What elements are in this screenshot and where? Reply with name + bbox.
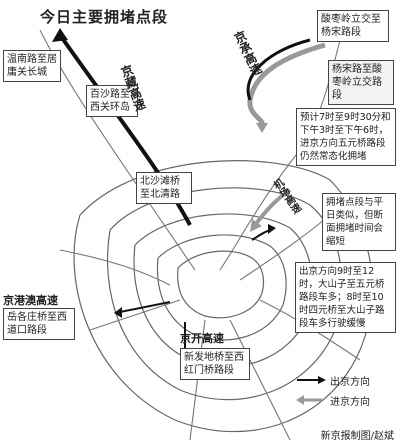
radial-road-1 xyxy=(39,29,196,271)
jichang-arrow xyxy=(253,188,292,227)
legend-out-label: 出京方向 xyxy=(330,377,370,388)
radial-road-7 xyxy=(229,319,291,441)
jingzang-arrow xyxy=(58,33,192,226)
jichang-out-arrow xyxy=(251,229,271,241)
road-name-jinggangao: 京港澳高速 xyxy=(3,294,58,307)
jingzang-arrowhead xyxy=(52,28,68,42)
jinggangao-arrow xyxy=(119,301,171,313)
radial-road-5 xyxy=(89,299,181,331)
note-jichang-time: 预计7时至9时30分和下午3时至下午6时，进京方向五元桥路段仍然常态化拥堵 xyxy=(296,108,396,166)
segment-huilong: 温南路至居庸关长城 xyxy=(3,50,61,82)
legend-in-label: 进京方向 xyxy=(330,397,370,408)
jinggangao-arrowhead xyxy=(114,307,122,318)
note-jichang-out: 出京方向9时至12时，大山子至五元桥路段车多；8时至10时四元桥至大山子路段车多… xyxy=(295,262,396,333)
legend-in-arrowhead xyxy=(296,395,304,405)
jingcheng-arrow-2 xyxy=(246,38,311,101)
jichang-out-arrowhead xyxy=(268,224,276,234)
radial-road-4 xyxy=(189,319,206,441)
segment-xinfa: 新发地桥至西红门桥路段 xyxy=(180,348,250,380)
ring-3 xyxy=(156,234,287,341)
ring-6 xyxy=(73,160,373,433)
segment-guojia: 岳各庄桥至西道口路段 xyxy=(3,308,75,340)
jingcheng-arrow xyxy=(247,42,326,127)
note-jichang-same: 拥堵点段与平日类似，但断面拥堵时间会缩短 xyxy=(322,193,396,251)
jingcheng-arrowhead xyxy=(256,123,268,133)
legend-out-arrowhead xyxy=(318,376,326,384)
segment-suanzao: 酸枣岭立交至杨宋路段 xyxy=(317,10,389,42)
segment-yangsong: 杨宋路至酸枣岭立交路段 xyxy=(328,60,394,105)
radial-road-3 xyxy=(239,214,331,281)
jichang-arrowhead xyxy=(250,219,262,232)
segment-beisha: 北沙滩桥至北清路 xyxy=(136,172,192,204)
page-title: 今日主要拥堵点段 xyxy=(40,8,169,26)
radial-road-8 xyxy=(59,249,171,286)
ring-2 xyxy=(177,250,265,319)
road-name-jingkai: 京开高速 xyxy=(180,332,224,345)
segment-baisha: 百沙路至西关环岛 xyxy=(86,85,138,117)
credit-text: 新京报制图/赵斌 xyxy=(320,431,394,442)
